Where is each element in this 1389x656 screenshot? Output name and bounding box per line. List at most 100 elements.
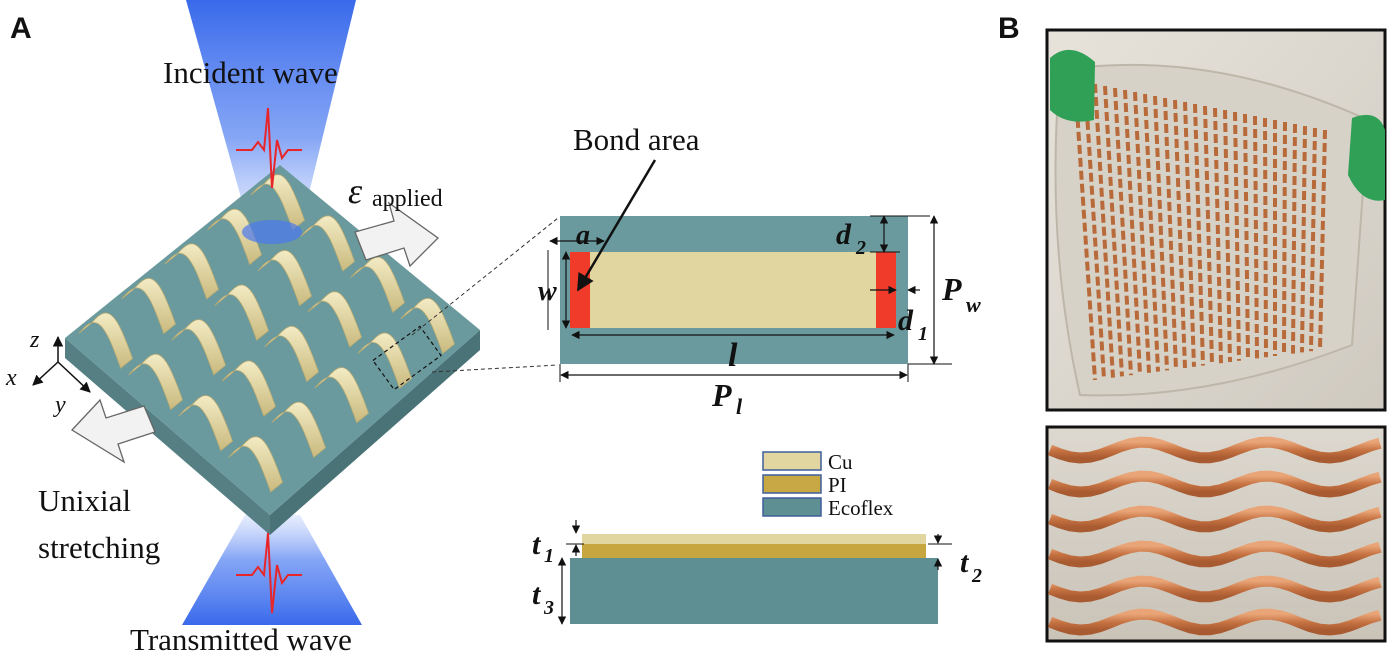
- copper-ribbon: [1048, 608, 1382, 636]
- strain-symbol: ε: [348, 171, 363, 211]
- incident-wave-label: Incident wave: [163, 55, 338, 90]
- dim-t2-label: t: [960, 546, 970, 579]
- dim-t1-sub: 1: [544, 545, 554, 567]
- incident-beam: [186, 0, 356, 230]
- zoom-leader-top: [411, 217, 559, 336]
- copper-ribbon: [1048, 575, 1382, 603]
- wavy-copper-strip: [314, 367, 369, 424]
- copper-ribbon: [1048, 436, 1382, 464]
- photo-stretched-sample: [1045, 28, 1387, 412]
- wavy-copper-strip: [221, 360, 276, 417]
- dim-pl-sub: l: [736, 394, 743, 419]
- wavy-copper-strip: [78, 312, 133, 369]
- wavy-copper-strip: [214, 284, 269, 341]
- copper-stripe: [1253, 115, 1259, 359]
- dim-w-label: w: [538, 276, 557, 307]
- copper-stripe: [1233, 111, 1241, 361]
- wavy-copper-strip: [164, 243, 219, 300]
- strain-subscript: applied: [372, 186, 443, 212]
- dim-pw-label: P: [941, 271, 962, 307]
- bond-area-pointer: [576, 159, 657, 292]
- y-axis-label: y: [53, 392, 66, 418]
- transmitted-pulse-icon: [236, 532, 302, 614]
- wavy-copper-strip: [228, 436, 283, 493]
- stretching-label-line2: stretching: [38, 530, 160, 565]
- material-legend: Cu PI Ecoflex: [762, 450, 894, 520]
- copper-stripe: [1103, 85, 1124, 377]
- dim-t3-sub: 3: [543, 597, 554, 619]
- copper-stripe: [1153, 95, 1169, 371]
- wavy-copper-strip: [264, 325, 319, 383]
- bond-area-label: Bond area: [573, 122, 700, 157]
- legend-label-cu: Cu: [828, 450, 853, 474]
- cross-section-view: Cu PI Ecoflex t 1 t 2 t 3: [532, 450, 982, 625]
- copper-ribbon: [1048, 470, 1382, 498]
- panel-a-schematic: z x y Incident wave Transmitted wave Uni…: [5, 0, 559, 656]
- dim-pw-sub: w: [966, 292, 981, 317]
- copper-stripe: [1213, 107, 1223, 364]
- cross-pi-layer: [582, 544, 926, 558]
- glove-right-icon: [1348, 114, 1385, 201]
- beam-focus: [242, 220, 302, 244]
- sample-membrane: [1054, 63, 1370, 397]
- dim-pl-label: P: [711, 377, 732, 413]
- dim-l-label: l: [728, 337, 738, 374]
- z-axis-label: z: [29, 327, 40, 353]
- panel-b-photos: [1045, 28, 1387, 643]
- wavy-copper-strip: [207, 208, 262, 266]
- copper-stripe: [1318, 129, 1327, 351]
- substrate-side-right: [270, 330, 480, 535]
- zoom-box: [372, 325, 442, 391]
- copper-stripe: [1223, 109, 1232, 363]
- copper-stripe: [1203, 105, 1214, 365]
- dim-a-label: a: [576, 220, 590, 251]
- unit-cell-top-view: Bond area a w d 2 d 1 P w l P l: [538, 122, 981, 419]
- copper-ribbon: [1048, 540, 1382, 568]
- copper-strip-array: [78, 174, 455, 493]
- transmitted-wave-label: Transmitted wave: [130, 622, 352, 656]
- axis-triad: [32, 335, 91, 393]
- legend-swatch-cu: [762, 451, 822, 471]
- dim-d1-sub: 1: [918, 323, 928, 345]
- stretching-label-line1: Unixial: [38, 483, 131, 518]
- copper-stripe: [1263, 117, 1268, 358]
- wavy-copper-strip: [271, 401, 326, 458]
- cross-cu-layer: [582, 534, 926, 544]
- wavy-copper-strip: [300, 215, 355, 272]
- copper-stripe: [1163, 97, 1178, 370]
- copper-ribbon: [1048, 505, 1382, 533]
- zoom-leader-bottom: [431, 364, 559, 373]
- copper-stripe: [1183, 101, 1196, 367]
- wavy-copper-strip: [171, 319, 226, 376]
- copper-stripe: [1093, 83, 1115, 378]
- dim-t2-sub: 2: [971, 565, 982, 587]
- copper-stripe: [1143, 93, 1160, 372]
- glove-left-icon: [1050, 49, 1095, 122]
- dim-t1-label: t: [532, 528, 542, 561]
- copper-stripe: [1133, 91, 1151, 373]
- wavy-copper-strip: [178, 395, 233, 452]
- dim-t3-label: t: [532, 578, 542, 611]
- substrate-side-left: [65, 338, 270, 535]
- incident-pulse-icon: [236, 107, 302, 189]
- strain-arrow-icon: [354, 201, 440, 268]
- copper-stripe: [1073, 79, 1097, 381]
- dim-d1-label: d: [898, 304, 914, 337]
- wavy-copper-strip: [128, 353, 183, 411]
- copper-stripe: [1193, 103, 1205, 366]
- copper-stripe: [1113, 87, 1133, 376]
- legend-label-pi: PI: [828, 473, 847, 497]
- transmitted-beam: [182, 515, 362, 625]
- cross-ecoflex-layer: [570, 558, 938, 624]
- copper-stripe: [1083, 81, 1106, 379]
- legend-label-ecoflex: Ecoflex: [828, 496, 894, 520]
- panel-b-letter: B: [998, 12, 1020, 45]
- dim-d2-label: d: [836, 218, 852, 251]
- wavy-copper-strip: [357, 332, 412, 389]
- copper-stripe: [1309, 127, 1317, 352]
- copper-stripe: [1173, 99, 1187, 369]
- dim-d2-sub: 2: [855, 237, 866, 259]
- copper-stripe: [1123, 89, 1142, 375]
- wavy-copper-strip: [350, 256, 405, 313]
- copper-ribbon-rows: [1048, 436, 1382, 636]
